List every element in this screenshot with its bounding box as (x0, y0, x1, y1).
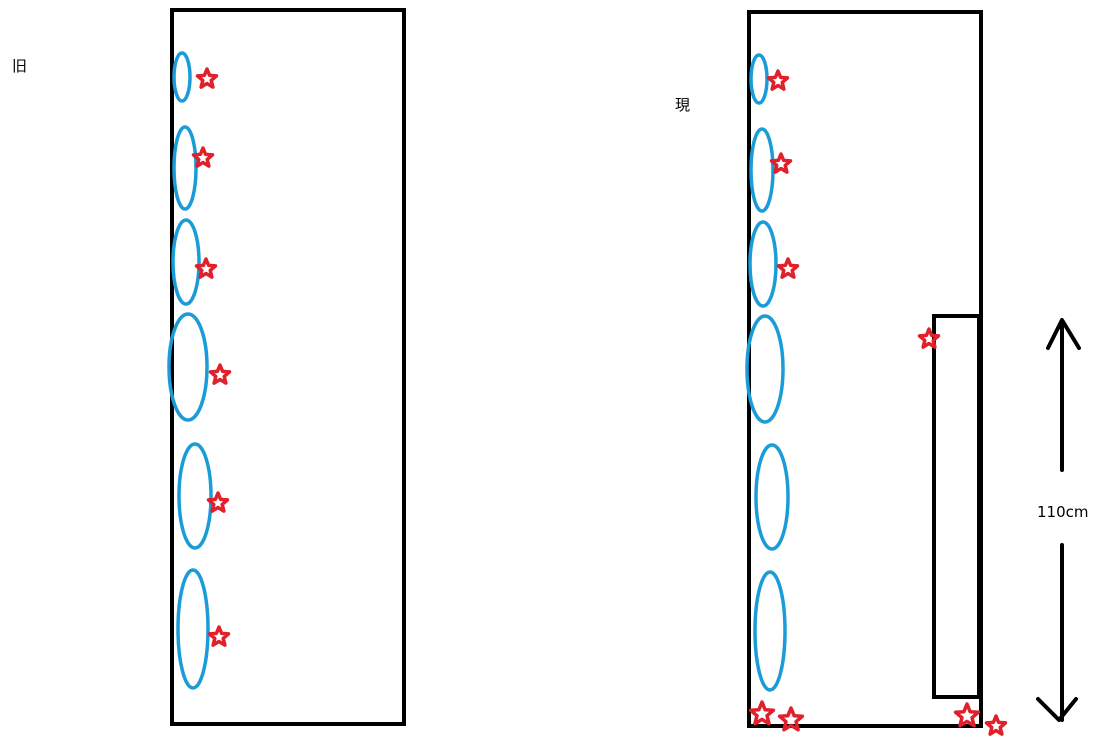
star-icon (766, 69, 790, 91)
current-ellipses (745, 53, 790, 692)
arrow-up-head (1046, 318, 1081, 350)
old-frame (170, 8, 406, 726)
star-icon (748, 700, 776, 726)
current-ellipse (749, 127, 775, 213)
old-ellipse (171, 218, 201, 306)
current-ellipse (753, 570, 787, 692)
old-ellipse (177, 442, 213, 550)
star-icon (208, 363, 232, 385)
inner-cabinet (932, 314, 981, 699)
height-measurement-label: 110cm (1037, 503, 1089, 521)
star-icon (984, 714, 1008, 736)
star-icon (777, 706, 805, 732)
star-icon (195, 67, 219, 89)
star-icon (953, 702, 981, 728)
arrow-down-head (1036, 697, 1078, 722)
star-icon (207, 625, 231, 647)
old-ellipse (176, 568, 210, 690)
star-icon (776, 257, 800, 279)
star-icon (769, 152, 793, 174)
current-layout-label: 現 (675, 96, 691, 114)
current-ellipse (748, 220, 778, 308)
old-ellipse (167, 312, 209, 422)
old-ellipses (167, 51, 213, 690)
current-ellipse (745, 314, 785, 424)
current-layout (745, 10, 1008, 736)
old-layout (167, 8, 406, 726)
old-ellipse (172, 51, 192, 103)
old-ellipse (172, 125, 198, 211)
old-stars (191, 67, 232, 647)
current-ellipse (749, 53, 769, 105)
current-stars (748, 69, 1008, 736)
current-ellipse (754, 443, 790, 551)
height-arrow (1036, 318, 1081, 722)
old-layout-label: 旧 (12, 57, 28, 75)
